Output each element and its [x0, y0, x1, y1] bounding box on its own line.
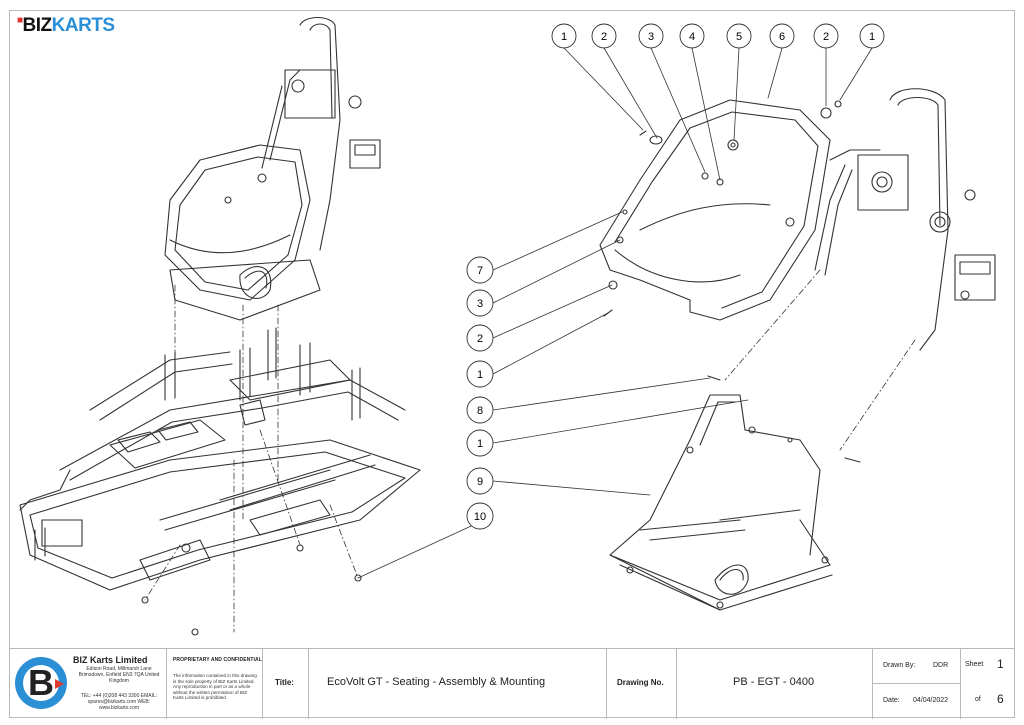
- balloons-left: 7 3 2 1 8 1 9 10: [466, 256, 494, 530]
- balloons-top: 1 2 3 4 5 6 2 1: [551, 23, 885, 49]
- chassis-assembly: [19, 327, 421, 636]
- seat-on-chassis: [164, 16, 381, 321]
- drawing-no-value-cell: PB - EGT - 0400: [677, 649, 873, 719]
- logo-letter: B: [28, 662, 54, 703]
- balloon: [859, 23, 885, 49]
- balloon-number: 8: [477, 405, 483, 417]
- balloon-number: 6: [779, 31, 785, 43]
- company-contact: TEL: +44 (0)208 443 3300 EMAIL: spares@b…: [80, 693, 158, 711]
- balloon: [466, 256, 494, 284]
- balloon-number: 3: [648, 31, 654, 43]
- balloon: [726, 23, 752, 49]
- balloon-number: 2: [477, 333, 483, 345]
- balloon: [466, 360, 494, 388]
- left-alignment-lines: [144, 284, 359, 633]
- drawing-no-label-cell: Drawing No.: [607, 649, 677, 719]
- balloon: [591, 23, 617, 49]
- balloon: [769, 23, 795, 49]
- drawing-no-label: Drawing No.: [617, 678, 664, 687]
- bizkarts-logo: ■BIZKARTS: [17, 15, 115, 37]
- balloon: [466, 467, 494, 495]
- sheet-number: 1: [997, 657, 1004, 671]
- drawn-by-value: DDR: [933, 662, 949, 669]
- balloon: [551, 23, 577, 49]
- meta-cell: Drawn By: DDR Date: 04/04/2022: [873, 649, 961, 719]
- date-row: Date: 04/04/2022: [873, 684, 961, 719]
- balloon-number: 1: [869, 31, 875, 43]
- drawn-by-label: Drawn By:: [883, 662, 916, 669]
- title-label-cell: Title:: [263, 649, 309, 719]
- balloon-number: 2: [823, 31, 829, 43]
- sheet-total: 6: [997, 692, 1004, 706]
- balloon-number: 4: [689, 31, 695, 43]
- balloon: [466, 396, 494, 424]
- seat-bracket-frame: [609, 375, 861, 611]
- assembly-drawing: 1 2 3 4 5 6 2 1 7 3 2 1 8 1 9 10: [19, 16, 996, 636]
- title-value-cell: EcoVolt GT - Seating - Assembly & Mounti…: [309, 649, 607, 719]
- logo-karts-text: KARTS: [51, 15, 115, 36]
- balloon-number: 5: [736, 31, 742, 43]
- logo-arrow-icon: [55, 679, 64, 689]
- balloon: [466, 502, 494, 530]
- title-label: Title:: [275, 678, 294, 687]
- seat-back-frame: [814, 88, 996, 351]
- balloon-number: 1: [477, 369, 483, 381]
- balloon: [466, 324, 494, 352]
- sheet-frame: [9, 10, 1015, 718]
- company-logo-icon: B: [15, 657, 67, 709]
- proprietary-heading: PROPRIETARY AND CONFIDENTIAL: [173, 657, 262, 663]
- drawing-number: PB - EGT - 0400: [733, 676, 815, 688]
- company-cell: B BIZ Karts Limited Edison Road, Millmar…: [9, 649, 167, 719]
- company-address: Edison Road, Millmarsh Lane Brimsdown, E…: [78, 666, 160, 684]
- balloon: [638, 23, 664, 49]
- balloon: [466, 429, 494, 457]
- of-label: of: [975, 696, 981, 703]
- balloon-number: 2: [601, 31, 607, 43]
- drawn-by-row: Drawn By: DDR: [873, 649, 961, 684]
- logo-biz-text: BIZ: [22, 15, 53, 36]
- balloon-number: 7: [477, 265, 483, 277]
- date-value: 04/04/2022: [913, 697, 949, 704]
- balloon: [466, 289, 494, 317]
- drawing-title: EcoVolt GT - Seating - Assembly & Mounti…: [327, 676, 546, 688]
- sheet-cell: Sheet 1 of 6: [961, 649, 1015, 719]
- proprietary-text: The information contained in this drawin…: [173, 673, 257, 701]
- balloon-number: 10: [474, 511, 486, 523]
- title-block: B BIZ Karts Limited Edison Road, Millmar…: [9, 648, 1015, 719]
- logo-mark-icon: ■: [17, 15, 23, 26]
- company-name: BIZ Karts Limited: [73, 655, 148, 665]
- date-label: Date:: [883, 697, 900, 704]
- balloon: [679, 23, 705, 49]
- leader-lines: [357, 47, 873, 579]
- sheet-label: Sheet: [965, 661, 984, 668]
- balloon-number: 9: [477, 476, 483, 488]
- balloon-number: 1: [561, 31, 567, 43]
- balloon-number: 3: [477, 298, 483, 310]
- seat-shell-exploded: [599, 99, 842, 321]
- balloon: [813, 23, 839, 49]
- proprietary-cell: PROPRIETARY AND CONFIDENTIAL The informa…: [167, 649, 263, 719]
- balloon-number: 1: [477, 438, 483, 450]
- right-alignment-lines: [724, 269, 916, 451]
